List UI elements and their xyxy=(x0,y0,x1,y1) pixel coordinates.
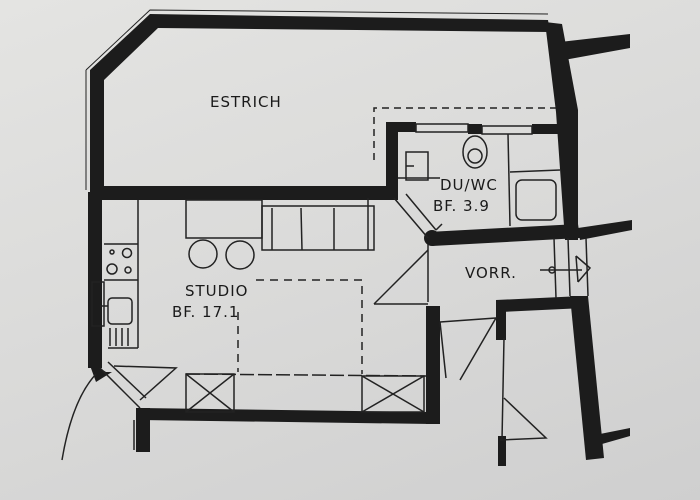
wall-right-lower xyxy=(570,296,604,460)
room-area-duwc: BF. 3.9 xyxy=(433,197,490,215)
wall-bottom-stub xyxy=(136,408,150,452)
room-label-vorr: VORR. xyxy=(465,264,517,282)
wall-wc-bottom xyxy=(428,224,580,246)
wall-estrich-studio xyxy=(98,186,394,200)
wall-corridor-top xyxy=(496,296,584,312)
wall-top xyxy=(90,14,550,192)
room-area-studio: BF. 17.1 xyxy=(172,303,240,321)
wall-left xyxy=(88,192,102,368)
wall-wc-top-mid xyxy=(468,124,482,134)
room-label-duwc: DU/WC xyxy=(440,176,498,194)
wall-studio-right xyxy=(426,306,440,424)
wall-stub-right-mid xyxy=(578,220,632,240)
wall-wc-left xyxy=(386,122,398,200)
wall-wc-top-right xyxy=(532,124,562,134)
wall-wc-top-left xyxy=(386,122,416,132)
wall-corridor-left xyxy=(496,300,506,340)
wall-bottom xyxy=(140,408,432,424)
wall-stub-top-right xyxy=(560,34,630,60)
room-label-studio: STUDIO xyxy=(185,282,249,300)
wall-corridor-left-stub xyxy=(498,436,506,466)
room-label-estrich: ESTRICH xyxy=(210,93,282,111)
wall-stub-bottom-right xyxy=(600,428,630,444)
